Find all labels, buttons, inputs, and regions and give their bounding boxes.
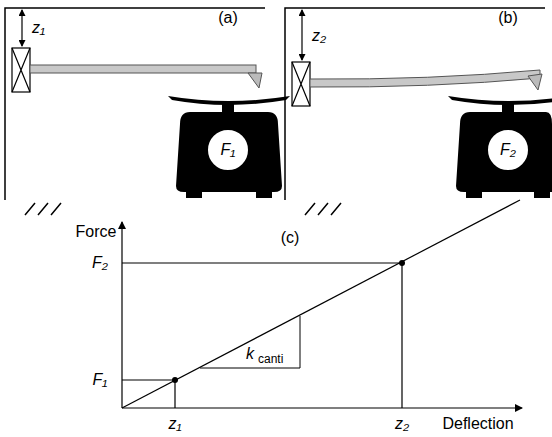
cantilever <box>30 65 256 73</box>
scale <box>168 96 290 198</box>
bent-cantilever <box>310 70 540 87</box>
scale-dial: F₁ <box>206 128 250 172</box>
data-point <box>172 377 178 383</box>
scale-dial: F₂ <box>486 128 530 172</box>
tick-label: z₂ <box>395 415 409 433</box>
axis-title: Force <box>76 223 117 241</box>
z-arrow <box>301 10 302 60</box>
force-reading: F₂ <box>500 141 516 159</box>
scale <box>448 96 552 198</box>
z-arrow <box>21 10 22 46</box>
tick-label: F₁ <box>93 371 108 389</box>
clamp <box>292 62 310 106</box>
clamp <box>12 48 30 92</box>
tip <box>248 73 262 88</box>
tip <box>528 74 542 90</box>
panel-letter: (b) <box>498 9 518 27</box>
panel-letter: (a) <box>218 9 238 27</box>
stiffness-subscript: canti <box>258 353 283 366</box>
tick-label: F₂ <box>92 254 108 272</box>
force-reading: F₁ <box>221 141 236 159</box>
data-point <box>399 260 405 266</box>
panel-letter: (c) <box>281 229 300 247</box>
axis-title: Deflection <box>442 415 513 433</box>
deflection-label: z₂ <box>312 27 326 45</box>
tick-label: z₁ <box>168 415 181 433</box>
force-plot <box>122 200 522 408</box>
deflection-label: z₁ <box>32 19 45 37</box>
stiffness-symbol: k <box>246 345 254 363</box>
